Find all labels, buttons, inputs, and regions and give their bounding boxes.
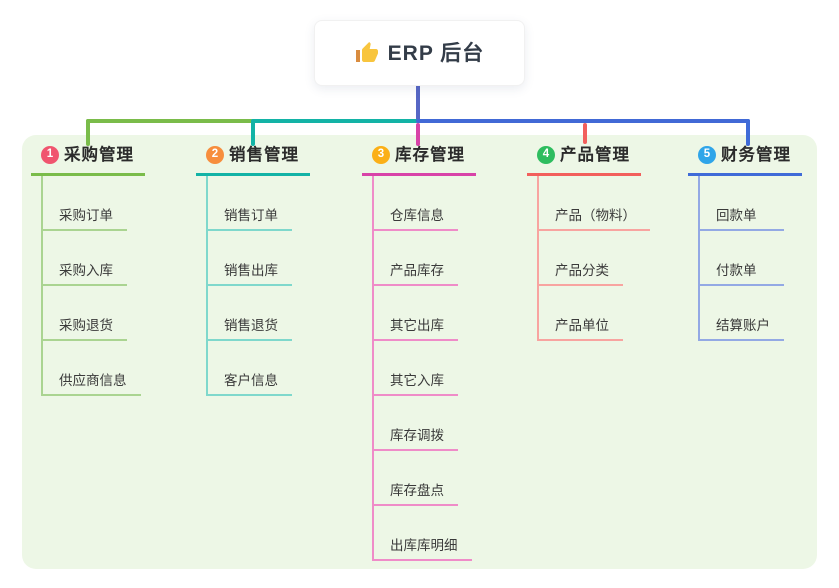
branches-panel [22,135,817,569]
child-node[interactable]: 结算账户 [700,286,784,341]
child-node-label: 采购入库 [43,263,127,286]
branch-children: 产品（物料） 产品分类 产品单位 [537,176,650,341]
child-node-label: 回款单 [700,208,784,231]
child-node-label: 其它入库 [374,373,458,396]
child-node[interactable]: 产品（物料） [539,176,650,231]
connector-root-vertical [416,84,420,123]
child-node[interactable]: 回款单 [700,176,784,231]
child-node-label: 客户信息 [208,373,292,396]
branch-number-badge: 1 [41,146,59,164]
branch-title-sales[interactable]: 2 销售管理 [196,143,310,176]
child-node[interactable]: 产品单位 [539,286,650,341]
branch-title-label: 采购管理 [64,146,134,164]
connector-drop-inventory [416,123,420,146]
child-node[interactable]: 其它出库 [374,286,472,341]
child-node-label: 产品单位 [539,318,623,341]
child-node-label: 其它出库 [374,318,458,341]
child-node-label: 销售退货 [208,318,292,341]
branch-title-label: 产品管理 [560,146,630,164]
branch-children: 采购订单 采购入库 采购退货 供应商信息 [41,176,141,396]
child-node[interactable]: 供应商信息 [43,341,141,396]
child-node[interactable]: 库存调拨 [374,396,472,451]
branch-children: 仓库信息 产品库存 其它出库 其它入库 库存调拨 库存盘点 出库库明细 [372,176,472,561]
child-node[interactable]: 产品分类 [539,231,650,286]
child-node-label: 出库库明细 [374,538,472,561]
branch-number-badge: 3 [372,146,390,164]
root-node-label: ERP 后台 [387,41,485,65]
branch-title-finance[interactable]: 5 财务管理 [688,143,802,176]
connector-drop-finance [746,119,750,146]
child-node-label: 仓库信息 [374,208,458,231]
child-node-label: 结算账户 [700,318,784,341]
branch-product: 4 产品管理 产品（物料） 产品分类 产品单位 [527,143,650,341]
branch-finance: 5 财务管理 回款单 付款单 结算账户 [688,143,802,341]
child-node[interactable]: 库存盘点 [374,451,472,506]
child-node-label: 销售出库 [208,263,292,286]
child-node-label: 采购订单 [43,208,127,231]
child-node-label: 产品库存 [374,263,458,286]
branch-title-purchase[interactable]: 1 采购管理 [31,143,145,176]
branch-number-badge: 2 [206,146,224,164]
root-node[interactable]: ERP 后台 [314,20,525,86]
child-node[interactable]: 付款单 [700,231,784,286]
child-node-label: 产品分类 [539,263,623,286]
branch-children: 销售订单 销售出库 销售退货 客户信息 [206,176,292,396]
branch-number-badge: 4 [537,146,555,164]
child-node[interactable]: 采购入库 [43,231,141,286]
branch-title-label: 财务管理 [721,146,791,164]
child-node[interactable]: 销售订单 [208,176,292,231]
branch-number-badge: 5 [698,146,716,164]
branch-title-label: 销售管理 [229,146,299,164]
connector-drop-sales [251,119,255,146]
thumbs-up-icon [355,41,379,65]
child-node[interactable]: 采购退货 [43,286,141,341]
branch-title-label: 库存管理 [395,146,465,164]
branch-title-inventory[interactable]: 3 库存管理 [362,143,476,176]
child-node[interactable]: 销售退货 [208,286,292,341]
connector-trunk-teal [251,119,418,123]
child-node[interactable]: 出库库明细 [374,506,472,561]
child-node[interactable]: 其它入库 [374,341,472,396]
connector-drop-product [583,123,587,144]
child-node[interactable]: 客户信息 [208,341,292,396]
child-node-label: 库存调拨 [374,428,458,451]
branch-sales: 2 销售管理 销售订单 销售出库 销售退货 客户信息 [196,143,310,396]
connector-drop-purchase [86,119,90,146]
child-node[interactable]: 销售出库 [208,231,292,286]
branch-purchase: 1 采购管理 采购订单 采购入库 采购退货 供应商信息 [31,143,145,396]
child-node[interactable]: 仓库信息 [374,176,472,231]
connector-trunk-green [86,119,253,123]
child-node-label: 产品（物料） [539,208,650,231]
child-node-label: 付款单 [700,263,784,286]
child-node-label: 采购退货 [43,318,127,341]
branch-children: 回款单 付款单 结算账户 [698,176,784,341]
branch-inventory: 3 库存管理 仓库信息 产品库存 其它出库 其它入库 库存调拨 库存盘点 出库库… [362,143,476,561]
child-node[interactable]: 采购订单 [43,176,141,231]
branch-title-product[interactable]: 4 产品管理 [527,143,641,176]
child-node[interactable]: 产品库存 [374,231,472,286]
connector-trunk-blue [416,119,750,123]
child-node-label: 供应商信息 [43,373,141,396]
child-node-label: 销售订单 [208,208,292,231]
child-node-label: 库存盘点 [374,483,458,506]
